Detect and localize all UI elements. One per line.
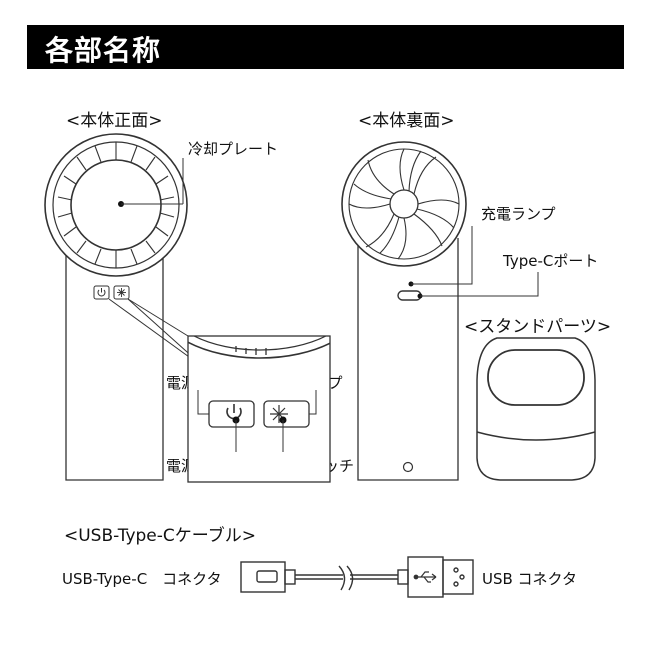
power-icon: [97, 288, 106, 297]
label-typec-connector: USB-Type-C コネクタ: [62, 570, 222, 588]
front-grille: [57, 142, 175, 268]
cable-heading: <USB-Type-Cケーブル>: [64, 526, 256, 546]
cooling-button-small: [113, 285, 130, 300]
usb-cable: [240, 556, 474, 598]
label-cooling-plate: 冷却プレート: [188, 140, 279, 158]
front-body: [44, 133, 197, 481]
back-body: [341, 141, 539, 481]
title-bar: 各部名称: [27, 25, 624, 69]
front-heading: <本体正面>: [66, 111, 163, 131]
page-title: 各部名称: [45, 34, 162, 67]
stand-heading: <スタンドパーツ>: [464, 317, 612, 337]
zoom-panel: [187, 335, 331, 483]
snowflake-icon: [117, 288, 126, 297]
bottom-hole: [402, 461, 414, 473]
snowflake-icon-large: [270, 405, 288, 423]
label-charge-lamp: 充電ランプ: [481, 205, 556, 223]
back-heading: <本体裏面>: [358, 111, 455, 131]
power-button-small: [93, 285, 110, 300]
label-usb-connector: USB コネクタ: [482, 570, 577, 588]
stand-part: [476, 337, 596, 481]
typec-connector-body: [240, 561, 286, 593]
typec-port: [397, 290, 422, 301]
usb-icon: [413, 571, 437, 583]
label-typec-port: Type-Cポート: [503, 252, 599, 270]
fan-blades: [348, 148, 460, 260]
cooling-plate: [70, 159, 162, 251]
